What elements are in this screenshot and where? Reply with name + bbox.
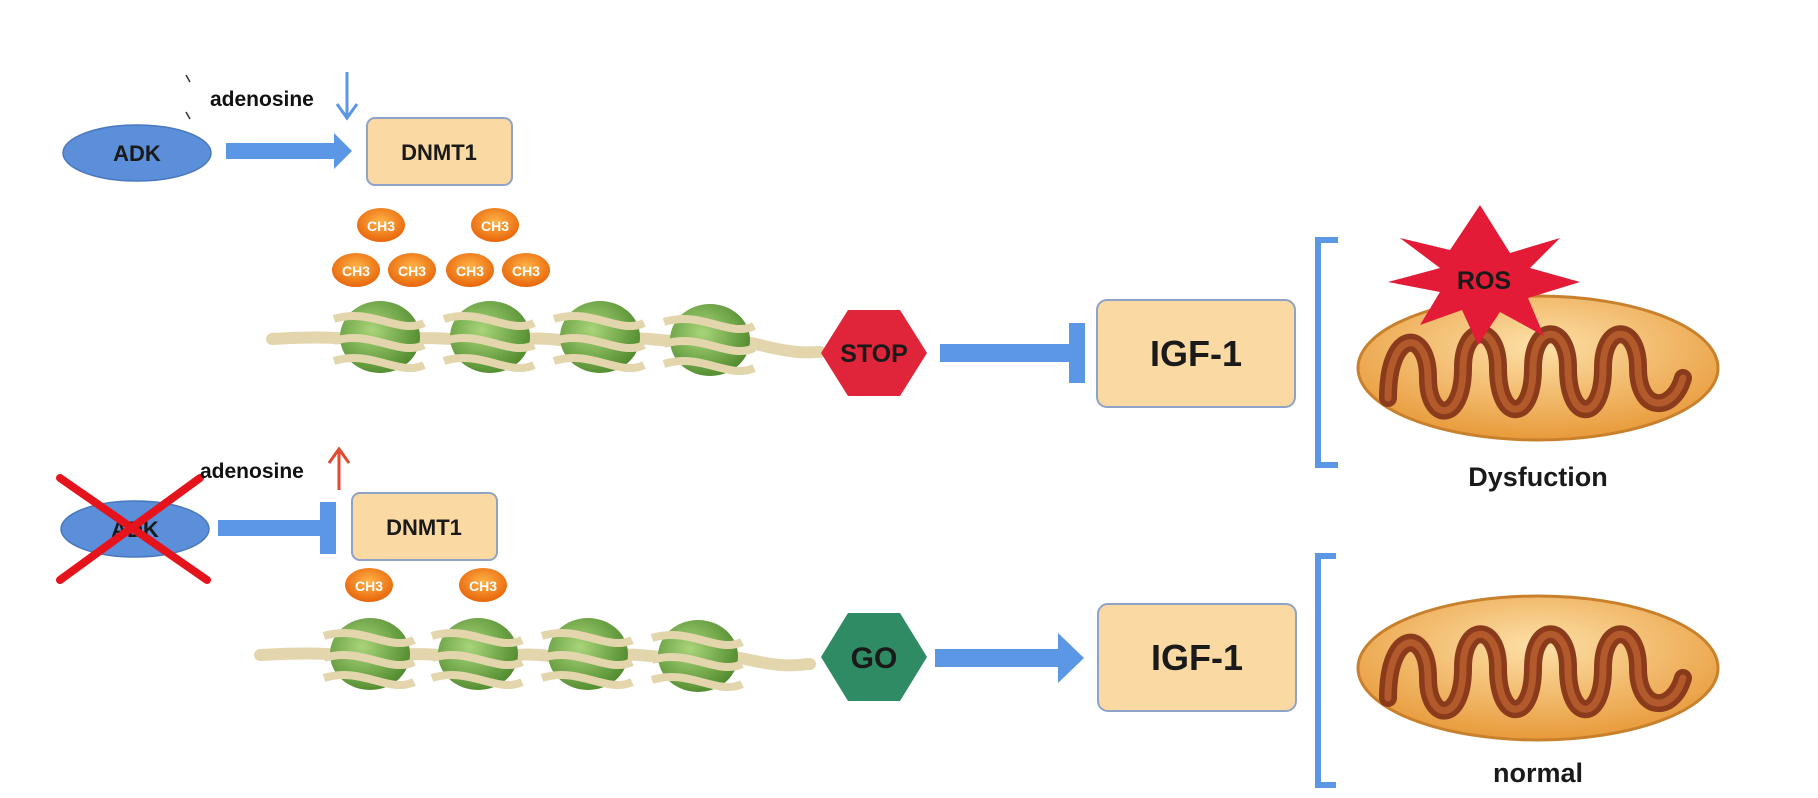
adk-label-top: ADK xyxy=(113,141,161,166)
methyl-group: CH3 xyxy=(502,253,550,287)
ros-burst: ROS xyxy=(1388,205,1580,345)
dnmt1-box-bottom: DNMT1 xyxy=(351,492,498,561)
nucleosome xyxy=(552,301,646,373)
svg-text:CH3: CH3 xyxy=(469,578,497,594)
top-pathway: ADK adenosine DNMT1 CH3 CH3 CH3 xyxy=(62,72,1720,492)
stop-sign: STOP xyxy=(821,310,927,396)
methyl-group: CH3 xyxy=(459,568,507,602)
bottom-pathway: ADK adenosine DNMT1 CH3 CH3 xyxy=(56,446,1720,788)
igf1-box-bottom: IGF-1 xyxy=(1097,603,1297,712)
nucleosome xyxy=(650,620,744,692)
stop-label: STOP xyxy=(840,340,908,368)
go-label: GO xyxy=(851,642,898,675)
mitochondrion-normal xyxy=(1356,594,1720,742)
ros-label: ROS xyxy=(1457,267,1511,295)
methyl-group: CH3 xyxy=(357,208,405,242)
svg-text:CH3: CH3 xyxy=(367,218,395,234)
nucleosome xyxy=(540,618,634,690)
edge-mark xyxy=(185,74,191,83)
knockout-cross-icon xyxy=(56,474,211,584)
svg-text:CH3: CH3 xyxy=(342,263,370,279)
nucleosome xyxy=(662,304,756,376)
svg-text:CH3: CH3 xyxy=(355,578,383,594)
normal-label: normal xyxy=(1493,758,1583,788)
nucleosome xyxy=(442,301,536,373)
igf1-label-top: IGF-1 xyxy=(1150,333,1242,374)
svg-text:CH3: CH3 xyxy=(456,263,484,279)
methyl-group: CH3 xyxy=(345,568,393,602)
svg-text:CH3: CH3 xyxy=(512,263,540,279)
svg-text:CH3: CH3 xyxy=(481,218,509,234)
go-to-igf1-arrow xyxy=(935,633,1084,683)
methyl-group: CH3 xyxy=(388,253,436,287)
adenosine-label-bottom: adenosine xyxy=(200,460,304,483)
edge-mark xyxy=(185,111,191,120)
adk-to-dnmt1-inhibition xyxy=(218,502,336,554)
mitochondrion-dysfunction xyxy=(1356,294,1720,442)
adk-to-dnmt1-arrow xyxy=(226,133,352,169)
nucleosome xyxy=(430,618,524,690)
adenosine-label-top: adenosine xyxy=(210,88,314,111)
methyl-group: CH3 xyxy=(446,253,494,287)
nucleosome xyxy=(332,301,426,373)
dnmt1-label-bottom: DNMT1 xyxy=(386,515,462,540)
go-sign: GO xyxy=(821,613,927,701)
bracket-bottom xyxy=(1315,553,1336,788)
bracket-top xyxy=(1315,237,1338,468)
nucleosome xyxy=(322,618,416,690)
methyl-group: CH3 xyxy=(471,208,519,242)
adenosine-down-arrow-icon xyxy=(335,72,359,121)
adenosine-up-arrow-icon xyxy=(327,446,351,490)
methyl-group: CH3 xyxy=(332,253,380,287)
svg-text:CH3: CH3 xyxy=(398,263,426,279)
adk-enzyme-top: ADK xyxy=(62,124,212,182)
igf1-box-top: IGF-1 xyxy=(1096,299,1296,408)
igf1-label-bottom: IGF-1 xyxy=(1151,637,1243,678)
stop-to-igf1-inhibition xyxy=(940,323,1085,383)
dysfunction-label: Dysfuction xyxy=(1468,462,1608,492)
dnmt1-box-top: DNMT1 xyxy=(366,117,513,186)
dnmt1-label-top: DNMT1 xyxy=(401,140,477,165)
